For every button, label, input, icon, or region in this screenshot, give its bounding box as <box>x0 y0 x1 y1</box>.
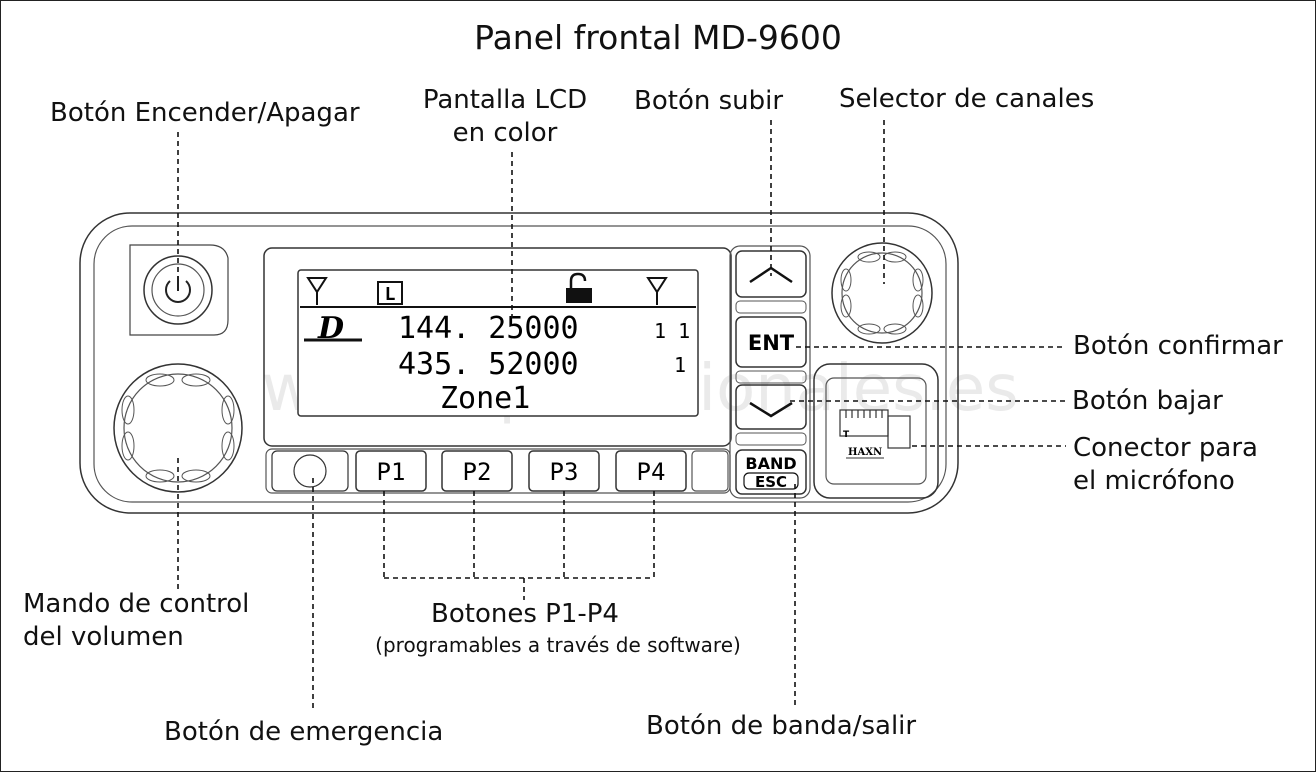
signal-antenna-icon <box>646 277 668 305</box>
label-p-buttons-note: (programables a través de software) <box>375 633 741 657</box>
p2-button[interactable]: P2 <box>441 450 513 492</box>
label-p-buttons: Botones P1-P4 <box>431 599 619 629</box>
emergency-button[interactable] <box>271 450 349 492</box>
lcd-channel-2: 1 <box>674 353 686 377</box>
radio-body <box>79 212 959 514</box>
p2-label: P2 <box>463 458 492 486</box>
label-confirm-button: Botón confirmar <box>1073 331 1283 361</box>
chevron-down-icon <box>749 401 793 418</box>
ent-label: ENT <box>748 331 795 355</box>
label-down-button: Botón bajar <box>1072 386 1223 416</box>
label-lcd-line2: en color <box>452 118 558 148</box>
display-housing <box>263 247 732 447</box>
ent-button[interactable]: ENT <box>735 316 807 368</box>
label-emergency-button: Botón de emergencia <box>164 717 444 747</box>
p4-button[interactable]: P4 <box>615 450 687 492</box>
lcd-l-label: L <box>385 284 396 305</box>
label-lcd-line1: Pantalla LCD <box>422 85 588 115</box>
label-volume-line1: Mando de control <box>23 589 250 619</box>
lcd-zone: Zone1 <box>440 381 530 416</box>
mic-brand-label: HAXN <box>848 447 882 458</box>
down-button[interactable] <box>735 384 807 430</box>
p1-label: P1 <box>377 458 406 486</box>
power-icon <box>165 280 191 303</box>
lock-mode-icon <box>377 281 403 305</box>
lcd-channel-1: 1 1 <box>654 319 690 343</box>
antenna-icon <box>306 277 328 305</box>
diagram-title: Panel frontal MD-9600 <box>474 18 842 57</box>
lcd-frequency-2: 435. 52000 <box>398 347 579 382</box>
esc-label: ESC <box>755 473 787 491</box>
label-band-button: Botón de banda/salir <box>646 711 917 741</box>
channel-selector-knob[interactable] <box>831 242 933 344</box>
label-power-button: Botón Encender/Apagar <box>50 98 360 128</box>
label-mic-line1: Conector para <box>1073 433 1258 463</box>
mic-t-label: T <box>843 430 850 440</box>
label-channel-selector: Selector de canales <box>839 84 1095 114</box>
microphone-connector[interactable]: T HAXN <box>813 363 939 499</box>
p4-label: P4 <box>637 458 666 486</box>
band-esc-button[interactable]: BAND ESC <box>735 449 807 495</box>
volume-knob[interactable] <box>113 363 243 493</box>
unlock-icon <box>566 272 592 303</box>
p3-button[interactable]: P3 <box>528 450 600 492</box>
callout-lines <box>177 120 1066 710</box>
label-mic-line2: el micrófono <box>1073 466 1235 496</box>
label-up-button: Botón subir <box>634 86 784 116</box>
lcd-frequency-1: 144. 25000 <box>398 311 579 346</box>
power-button[interactable] <box>143 255 213 325</box>
label-volume-line2: del volumen <box>23 622 184 652</box>
band-label: BAND <box>745 454 796 473</box>
p1-button[interactable]: P1 <box>355 450 427 492</box>
p3-label: P3 <box>550 458 579 486</box>
